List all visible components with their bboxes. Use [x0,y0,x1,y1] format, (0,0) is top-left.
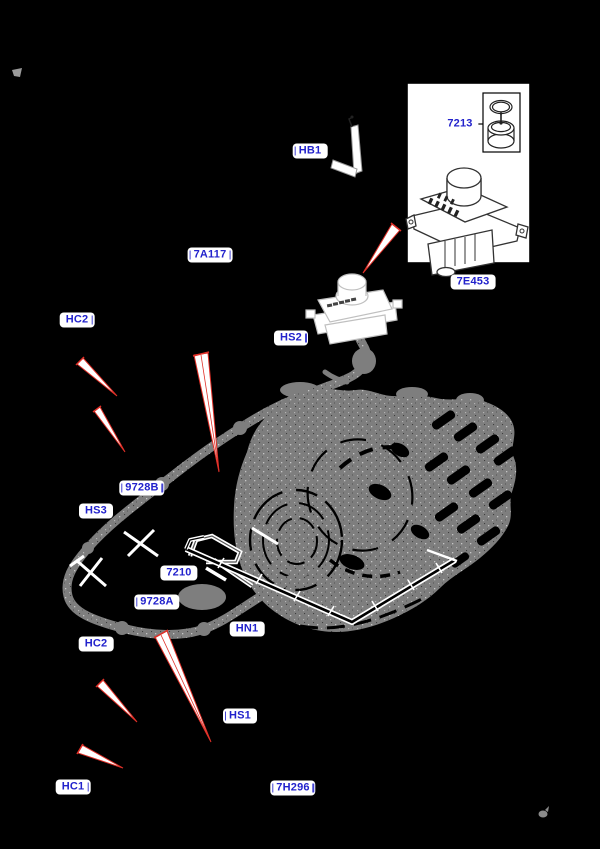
callout-label-hn1[interactable]: HN1 [229,621,265,637]
callout-label-hc2-lower[interactable]: HC2 [78,636,114,652]
part-label-9728b[interactable]: 9728B [119,480,165,496]
transmission-ribs [339,410,518,578]
callout-label-hc1[interactable]: HC1 [55,779,91,795]
callout-label-hs1[interactable]: HS1 [223,708,257,724]
harness-clip-hs3 [69,554,107,588]
shifter-module-buttons [427,192,460,217]
top-left-marker [12,68,22,77]
callout-label-hs2[interactable]: HS2 [274,330,308,346]
callout-label-hc2-upper[interactable]: HC2 [59,312,95,328]
part-label-7213[interactable]: 7213 [441,116,479,132]
part-label-7e453[interactable]: 7E453 [450,274,496,290]
callout-label-hb1[interactable]: HB1 [292,143,328,159]
filler-tube-hn1 [184,535,458,625]
harness-clip-upper [123,528,159,558]
shifter-module-drawing [405,167,529,278]
callout-box-7e453 [405,82,531,278]
installed-shifter-drawing [305,273,403,345]
bracket-hb1 [330,115,363,178]
part-label-7210[interactable]: 7210 [160,565,198,581]
installed-shifter-buttons [326,297,357,308]
red-arrow-hs2 [362,223,401,274]
red-arrow-hs1 [154,630,212,743]
harness-grommet [352,348,376,374]
red-arrow-hs3 [93,406,126,453]
leader-arrows [75,222,402,769]
red-arrow-hc1 [77,744,124,769]
shift-knob-drawing [487,99,515,149]
bottom-right-marker [538,806,549,818]
transmission-body [178,382,518,632]
part-label-7a117[interactable]: 7A117 [187,247,233,263]
part-label-7h296[interactable]: 7H296 [270,780,316,796]
red-arrow-hc2-lower [96,679,138,723]
callout-label-hs3[interactable]: HS3 [79,503,113,519]
part-label-9728a[interactable]: 9728A [134,594,180,610]
red-arrow-hc2-upper [76,357,118,397]
